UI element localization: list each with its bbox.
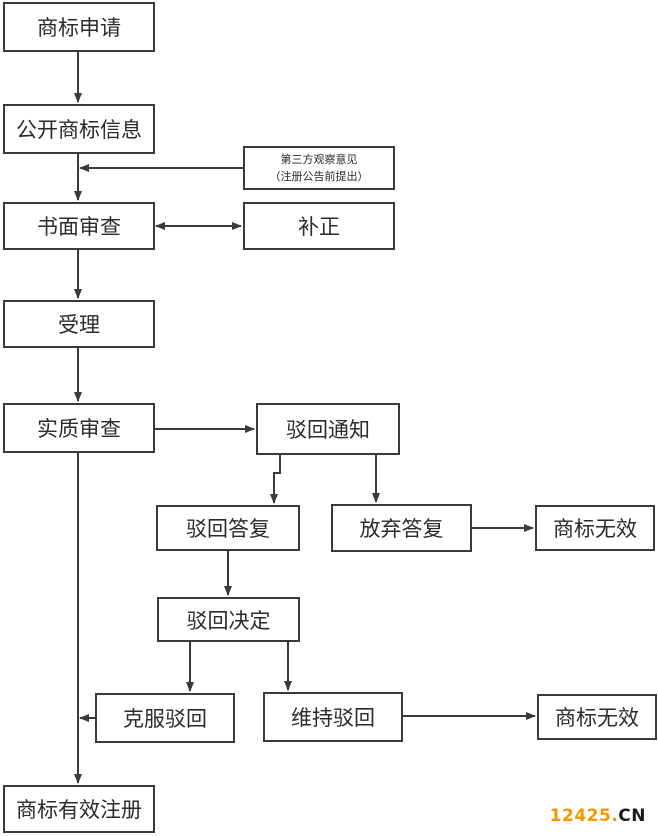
node-correction-label: 补正 xyxy=(298,215,340,239)
node-publish-info-label: 公开商标信息 xyxy=(16,118,142,142)
watermark-tld: CN xyxy=(618,806,646,826)
node-trademark-application: 商标申请 xyxy=(3,2,155,52)
node-trademark-invalid-1: 商标无效 xyxy=(535,505,655,551)
node-formal-examination-label: 书面审查 xyxy=(37,215,121,239)
arrow-notice-to-reply xyxy=(270,455,281,504)
node-correction: 补正 xyxy=(243,202,395,250)
node-valid-registration: 商标有效注册 xyxy=(3,785,155,833)
site-watermark: 12425.CN xyxy=(550,806,646,826)
node-abandon-reply-label: 放弃答复 xyxy=(359,517,444,541)
node-maintain-rejection: 维持驳回 xyxy=(263,692,403,742)
node-third-party-opinion-line1: 第三方观察意见 xyxy=(280,153,358,166)
node-third-party-opinion: 第三方观察意见 （注册公告前提出） xyxy=(243,146,395,190)
node-substantive-examination-label: 实质审查 xyxy=(37,417,121,441)
node-trademark-invalid-2: 商标无效 xyxy=(537,694,657,740)
watermark-dot: . xyxy=(611,806,619,826)
node-rejection-reply: 驳回答复 xyxy=(156,505,300,551)
node-trademark-invalid-2-label: 商标无效 xyxy=(555,706,639,730)
node-maintain-rejection-label: 维持驳回 xyxy=(291,706,375,730)
node-rejection-notice-label: 驳回通知 xyxy=(286,418,370,442)
node-overcome-rejection-label: 克服驳回 xyxy=(123,707,207,731)
node-abandon-reply: 放弃答复 xyxy=(331,504,472,552)
node-rejection-notice: 驳回通知 xyxy=(256,403,400,455)
node-trademark-invalid-1-label: 商标无效 xyxy=(553,517,637,541)
node-trademark-application-label: 商标申请 xyxy=(37,16,121,40)
node-acceptance: 受理 xyxy=(3,300,155,348)
watermark-number: 12425 xyxy=(549,806,612,826)
node-rejection-decision-label: 驳回决定 xyxy=(186,608,271,633)
node-rejection-reply-label: 驳回答复 xyxy=(186,517,270,541)
node-substantive-examination: 实质审查 xyxy=(3,403,155,453)
node-acceptance-label: 受理 xyxy=(58,313,100,337)
node-overcome-rejection: 克服驳回 xyxy=(95,693,235,743)
node-publish-info: 公开商标信息 xyxy=(3,104,155,154)
node-formal-examination: 书面审查 xyxy=(3,202,155,250)
node-third-party-opinion-line2: （注册公告前提出） xyxy=(269,170,369,183)
node-valid-registration-label: 商标有效注册 xyxy=(16,798,142,822)
node-rejection-decision: 驳回决定 xyxy=(157,597,300,642)
